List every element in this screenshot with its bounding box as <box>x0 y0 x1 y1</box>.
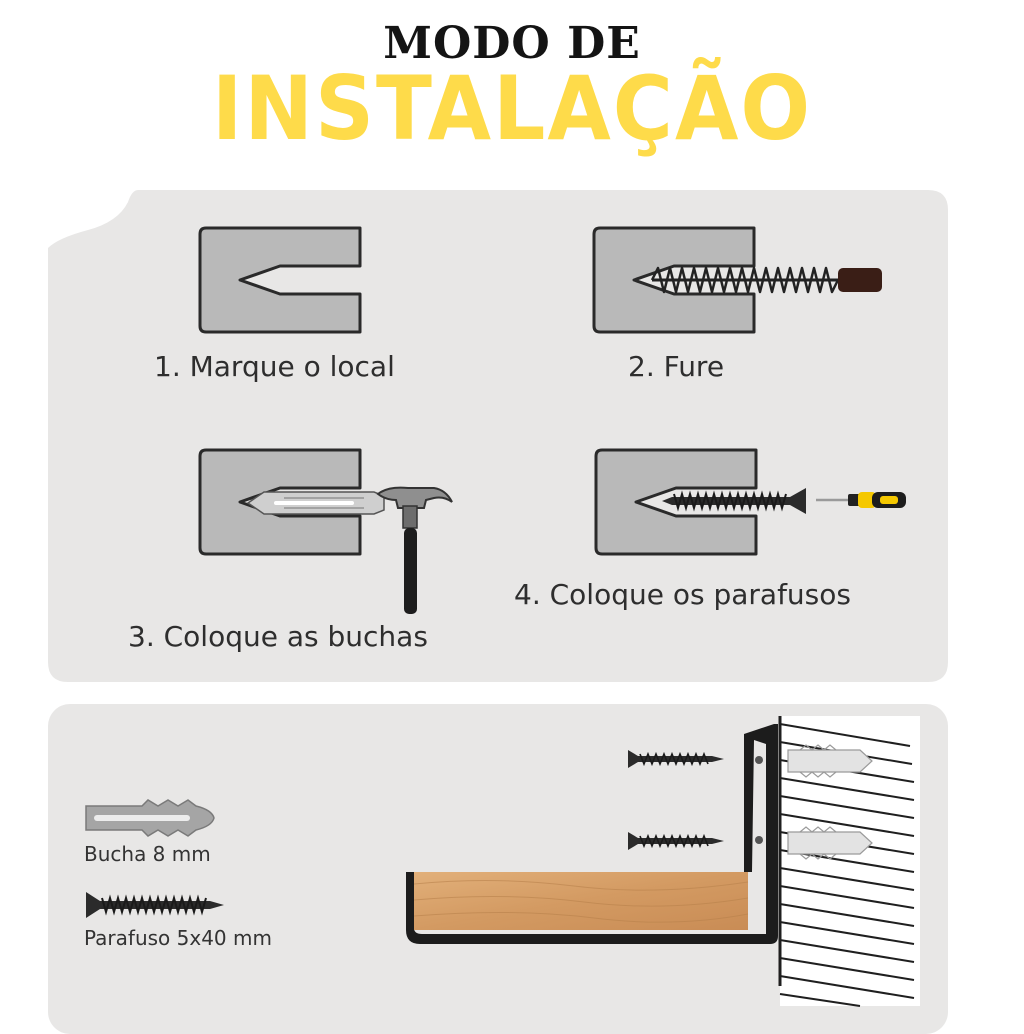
wall-slot-icon <box>594 448 758 556</box>
wall-plug-icon <box>787 744 873 778</box>
screwdriver-icon <box>816 492 906 508</box>
wall-slot-icon <box>592 226 756 334</box>
step-3-label: 3. Coloque as buchas <box>128 620 428 653</box>
screw-icon <box>86 892 224 918</box>
wall-slot-icon <box>198 226 362 334</box>
screw-icon <box>628 750 724 768</box>
wood-shelf-icon <box>413 872 749 930</box>
step-1-label: 1. Marque o local <box>154 350 395 383</box>
part-screw-label: Parafuso 5x40 mm <box>84 926 272 950</box>
shelf-bracket-icon <box>406 724 778 944</box>
title-line-1: MODO DE <box>383 18 641 69</box>
wall-plug-icon <box>787 826 873 860</box>
step-2-label: 2. Fure <box>628 350 725 383</box>
step-4-label: 4. Coloque os parafusos <box>514 578 851 611</box>
screw-icon <box>628 832 724 850</box>
wall-plug-icon <box>246 491 385 515</box>
hammer-icon <box>376 486 453 614</box>
drill-icon <box>650 266 882 294</box>
screw-icon <box>662 488 806 514</box>
wall-plug-icon <box>85 799 215 837</box>
title-line-2: INSTALAÇÃO <box>211 58 813 161</box>
part-plug-label: Bucha 8 mm <box>84 842 211 866</box>
